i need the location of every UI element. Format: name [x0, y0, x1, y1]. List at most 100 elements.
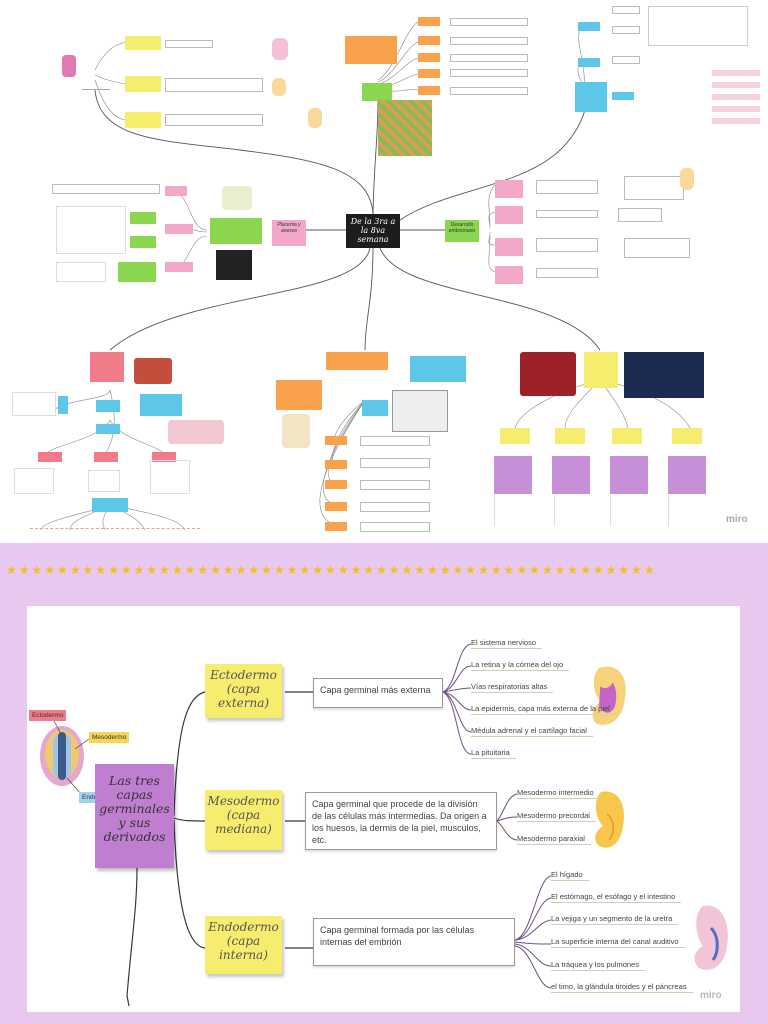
endoderm-embryo-icon	[694, 905, 728, 970]
ultrasound-image	[216, 250, 252, 280]
overview-desc	[612, 6, 640, 14]
overview-orange-tag	[418, 17, 440, 26]
overview-red-note	[90, 352, 124, 382]
overview-green-note	[362, 83, 392, 101]
ectoderm-description: Capa germinal más externa	[313, 678, 443, 708]
overview-orange-tag	[325, 480, 347, 489]
overview-sticky	[612, 428, 642, 444]
mesoderm-node: Mesodermo (capa mediana)	[205, 790, 282, 850]
embryo-thumb	[680, 168, 694, 190]
illustration	[222, 186, 252, 210]
overview-orange-tag	[418, 86, 440, 95]
mesoderm-derivative: Mesodermo paraxial	[517, 834, 591, 845]
overview-desc	[450, 18, 528, 26]
mesoderm-embryo-icon	[595, 791, 625, 848]
ectoderm-derivative: Médula adrenal y el cartílago facial	[471, 726, 593, 737]
overview-hub-right: Desarrollo embrionario	[445, 220, 479, 242]
overview-orange-tag	[418, 53, 440, 62]
overview-desc	[360, 480, 430, 490]
overview-sticky	[555, 428, 585, 444]
overview-blue-tag	[58, 396, 68, 414]
embryo-gallery	[712, 64, 760, 124]
overview-orange-tag	[418, 69, 440, 78]
overview-desc	[450, 87, 528, 95]
mesoderm-derivative: Mesodermo intermedio	[517, 788, 600, 799]
embryo-thumb	[308, 108, 322, 128]
overview-blue-tag	[578, 22, 600, 31]
overview-pink-tag	[165, 186, 187, 196]
overview-list	[610, 496, 646, 526]
endoderm-node: Endodermo (capa interna)	[205, 916, 282, 974]
overview-list	[56, 262, 106, 282]
overview-orange-tag	[325, 436, 347, 445]
overview-desc	[450, 54, 528, 62]
overview-blue-tag	[612, 92, 634, 100]
overview-desc	[536, 238, 598, 252]
overview-list	[554, 496, 590, 526]
map-connectors	[40, 643, 728, 1007]
overview-desc	[360, 458, 430, 468]
overview-purple-note	[494, 456, 532, 494]
ectoderm-node: Ectodermo (capa externa)	[205, 664, 282, 718]
overview-purple-note	[668, 456, 706, 494]
overview-sticky	[500, 428, 530, 444]
overview-node	[82, 66, 110, 90]
overview-green-tag	[130, 236, 156, 248]
overview-desc	[536, 268, 598, 278]
endoderm-derivative: La vejiga y un segmento de la uretra	[551, 914, 679, 925]
endoderm-derivative: La tráquea y los pulmones	[551, 960, 645, 971]
overview-red-tag	[38, 452, 62, 462]
overview-red-tag	[152, 452, 176, 462]
ectoderm-label: Ectodermo	[29, 710, 67, 721]
overview-sticky	[125, 76, 161, 92]
overview-sticky	[672, 428, 702, 444]
endoderm-derivative: El hígado	[551, 870, 589, 881]
overview-center-title: De la 3ra a la 8va semana	[346, 214, 400, 248]
overview-desc	[536, 180, 598, 194]
ectoderm-derivative: La epidermis, capa más externa de la pie…	[471, 704, 616, 715]
overview-purple-note	[552, 456, 590, 494]
endoderm-derivative: El estómago, el esófago y el intestino	[551, 892, 682, 903]
embryo-photo	[282, 414, 310, 448]
overview-desc	[165, 78, 263, 92]
diagram-image	[392, 390, 448, 432]
overview-desc	[618, 208, 662, 222]
overview-list	[30, 528, 200, 540]
star-separator: ★★★★★★★★★★★★★★★★★★★★★★★★★★★★★★★★★★★★★★★★…	[6, 563, 657, 577]
overview-pink-tag	[495, 238, 523, 256]
overview-desc	[165, 114, 263, 126]
endoderm-derivative: el timo, la glándula tiroides y el páncr…	[551, 982, 693, 993]
overview-sticky	[125, 36, 161, 50]
overview-blue-note	[410, 356, 466, 382]
overview-blue-tag	[578, 58, 600, 67]
overview-desc	[624, 238, 690, 258]
ectoderm-embryo-icon	[592, 666, 626, 725]
overview-green-note	[210, 218, 262, 244]
overview-desc	[612, 26, 640, 34]
overview-board: Placenta y anexos De la 3ra a la 8va sem…	[0, 0, 768, 543]
overview-orange-tag	[325, 522, 347, 531]
overview-blue-note	[575, 82, 607, 112]
overview-blue-note	[140, 394, 182, 416]
overview-orange-note	[326, 352, 358, 370]
overview-orange-tag	[325, 502, 347, 511]
overview-pink-tag	[165, 262, 193, 272]
overview-orange-note	[356, 352, 388, 370]
overview-list	[150, 460, 190, 494]
overview-list	[14, 468, 54, 494]
overview-blue-tag	[92, 498, 128, 512]
overview-desc	[360, 436, 430, 446]
overview-pink-tag	[165, 224, 193, 234]
overview-green-tag	[130, 212, 156, 224]
germ-layers-map: Ectodermo Mesodermo Endodermo Las tres c…	[27, 606, 740, 1012]
overview-hub-left: Placenta y anexos	[272, 220, 306, 246]
overview-orange-note	[345, 36, 397, 64]
overview-list	[88, 470, 120, 492]
overview-blue-tag	[96, 400, 120, 412]
map-watermark: miro	[700, 990, 722, 1001]
ectoderm-derivative: Vías respiratorias altas	[471, 682, 554, 693]
overview-pink-tag	[495, 266, 523, 284]
illustration	[168, 420, 224, 444]
embryo-photo	[134, 358, 172, 384]
overview-list	[648, 6, 748, 46]
